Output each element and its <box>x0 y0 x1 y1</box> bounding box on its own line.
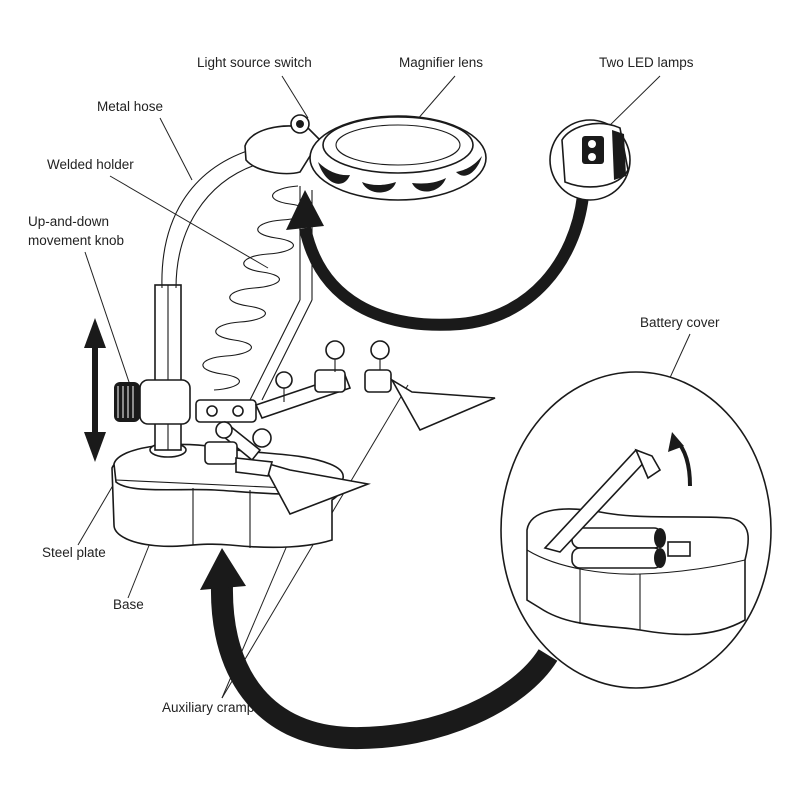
label-base: Base <box>113 597 144 612</box>
magnifier-lens <box>309 115 487 201</box>
curved-arrow-bottom-icon <box>200 548 558 750</box>
label-two-led-lamps: Two LED lamps <box>599 55 694 70</box>
up-down-knob <box>114 382 140 422</box>
label-welded-holder: Welded holder <box>47 157 134 172</box>
up-down-arrow-icon <box>84 318 106 462</box>
label-auxiliary-cramp: Auxiliary cramp <box>162 700 254 715</box>
post-and-knob <box>114 284 191 451</box>
battery-inset <box>500 371 772 689</box>
led-lamps-inset <box>549 119 631 201</box>
label-light-source-switch: Light source switch <box>197 55 312 70</box>
curved-arrow-top-icon <box>286 190 589 331</box>
label-metal-hose: Metal hose <box>97 99 163 114</box>
label-magnifier-lens: Magnifier lens <box>399 55 483 70</box>
auxiliary-cramp <box>195 340 496 515</box>
label-steel-plate: Steel plate <box>42 545 106 560</box>
label-up-down-line2: movement knob <box>28 233 124 248</box>
label-battery-cover: Battery cover <box>640 315 720 330</box>
metal-hose <box>161 114 322 289</box>
label-up-down-line1: Up-and-down <box>28 214 109 229</box>
